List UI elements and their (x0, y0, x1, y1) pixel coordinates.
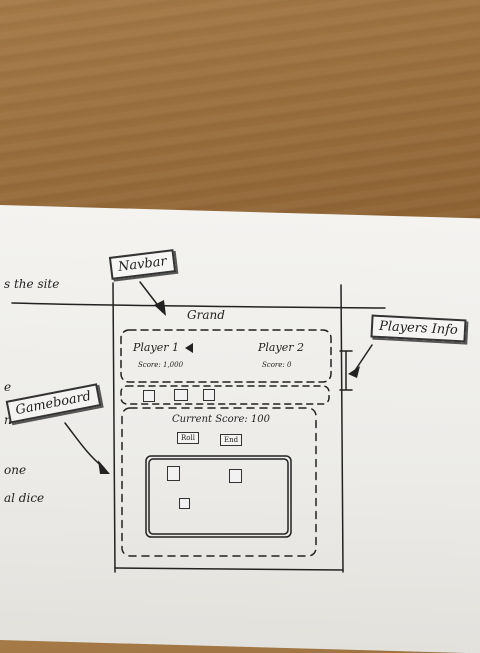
navbar-arrow-line (139, 281, 161, 309)
tray-dice[interactable] (229, 469, 242, 483)
held-dice[interactable] (203, 389, 215, 401)
margin-note: al dice (4, 491, 45, 505)
active-player-marker (185, 343, 193, 353)
players-info-arrow-line (353, 344, 373, 373)
navbar-arrowhead (154, 300, 166, 316)
frame-right-line (340, 284, 344, 573)
dice-tray-inner (148, 458, 289, 535)
roll-button[interactable]: Roll (177, 432, 199, 444)
players-info-arrowhead (348, 366, 360, 378)
player-2-score: Score: 0 (262, 361, 292, 369)
navbar-line (11, 302, 386, 309)
margin-note: s the site (4, 277, 60, 291)
frame-bottom-line (114, 567, 344, 571)
margin-note: n (4, 413, 12, 427)
frame-left-line (112, 282, 116, 573)
end-button[interactable]: End (220, 434, 243, 446)
gameboard-arrowhead (98, 460, 110, 474)
current-score: Current Score: 100 (172, 414, 271, 425)
players-info-callout: Players Info (370, 314, 467, 343)
player-1-score: Score: 1,000 (138, 361, 184, 369)
players-info-bracket (339, 350, 353, 391)
player-2-name: Player 2 (258, 341, 304, 354)
tray-dice[interactable] (167, 466, 180, 481)
player-1-name: Player 1 (133, 341, 179, 354)
dice-row-box (120, 385, 330, 405)
navbar-brand[interactable]: Grand (187, 308, 225, 322)
margin-note: one (4, 463, 27, 477)
gameboard-box (121, 407, 317, 557)
tray-dice[interactable] (179, 498, 190, 509)
held-dice[interactable] (174, 389, 188, 401)
gameboard-arrow-line (64, 422, 105, 469)
margin-note: e (4, 380, 12, 394)
players-info-box (120, 329, 332, 383)
held-dice[interactable] (143, 390, 155, 402)
dice-tray (145, 455, 292, 538)
